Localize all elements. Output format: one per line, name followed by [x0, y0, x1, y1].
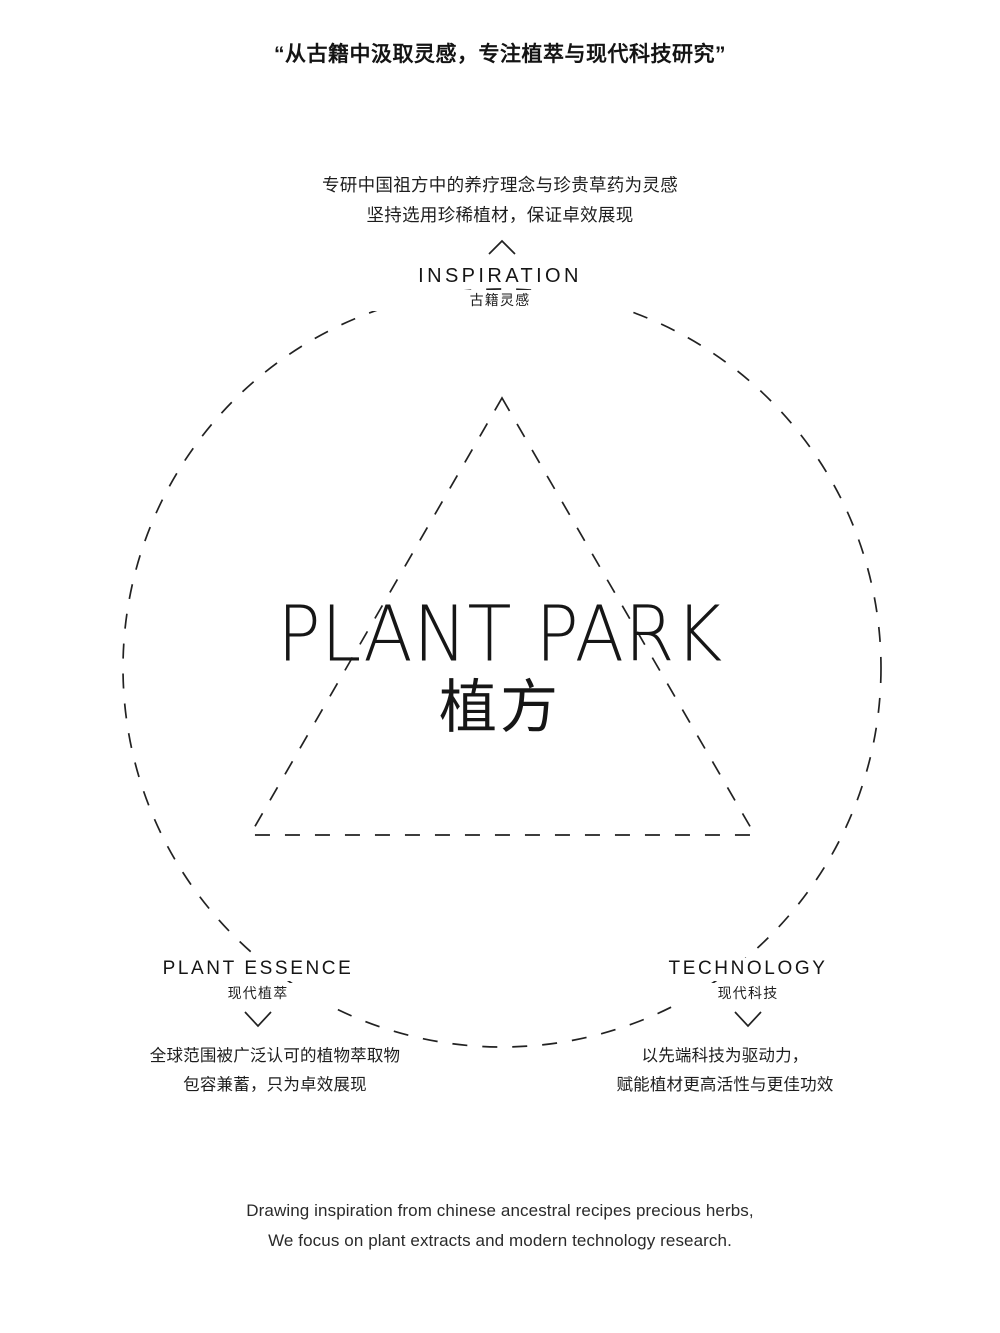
node-technology: TECHNOLOGY 现代科技: [588, 958, 908, 1004]
footer-tagline-line-1: Drawing inspiration from chinese ancestr…: [246, 1201, 754, 1220]
top-description-line-2: 坚持选用珍稀植材，保证卓效展现: [366, 205, 634, 226]
node-technology-label-cn: 现代科技: [588, 982, 908, 1004]
brand-logo-en: PLANT PARK: [277, 589, 723, 679]
page-title: “从古籍中汲取灵感，专注植萃与现代科技研究”: [274, 43, 726, 66]
chevron-down-icon-technology: [734, 1011, 762, 1028]
top-description-line-1: 专研中国祖方中的养疗理念与珍贵草药为灵感: [322, 175, 678, 195]
footer-tagline-line-2: We focus on plant extracts and modern te…: [268, 1230, 732, 1250]
top-description: 专研中国祖方中的养疗理念与珍贵草药为灵感 坚持选用珍稀植材，保证卓效展现: [0, 170, 1000, 230]
node-plant-essence-label-en: PLANT ESSENCE: [98, 958, 418, 981]
node-inspiration-label-cn: 古籍灵感: [0, 290, 1000, 311]
brand-logo: PLANT PARK 植方: [0, 596, 1000, 745]
node-inspiration: INSPIRATION 古籍灵感: [0, 264, 1000, 311]
node-plant-essence: PLANT ESSENCE 现代植萃: [98, 958, 418, 1004]
footer-tagline: Drawing inspiration from chinese ancestr…: [0, 1196, 1000, 1256]
description-plant-essence-line-1: 全球范围被广泛认可的植物萃取物: [149, 1047, 401, 1065]
node-inspiration-label-en: INSPIRATION: [0, 264, 1000, 288]
node-plant-essence-label-cn: 现代植萃: [98, 982, 418, 1004]
chevron-up-icon: [488, 239, 516, 255]
brand-logo-cn: 植方: [438, 675, 561, 740]
node-technology-label-en: TECHNOLOGY: [588, 958, 908, 981]
description-plant-essence-line-2: 包容兼蓄，只为卓效展现: [183, 1075, 367, 1094]
description-technology: 以先端科技为驱动力， 赋能植材更高活性与更佳功效: [520, 1042, 930, 1100]
description-plant-essence: 全球范围被广泛认可的植物萃取物 包容兼蓄，只为卓效展现: [70, 1042, 480, 1100]
description-technology-line-2: 赋能植材更高活性与更佳功效: [616, 1075, 834, 1094]
description-technology-line-1: 以先端科技为驱动力，: [641, 1047, 809, 1065]
chevron-down-icon-essence: [244, 1011, 272, 1028]
